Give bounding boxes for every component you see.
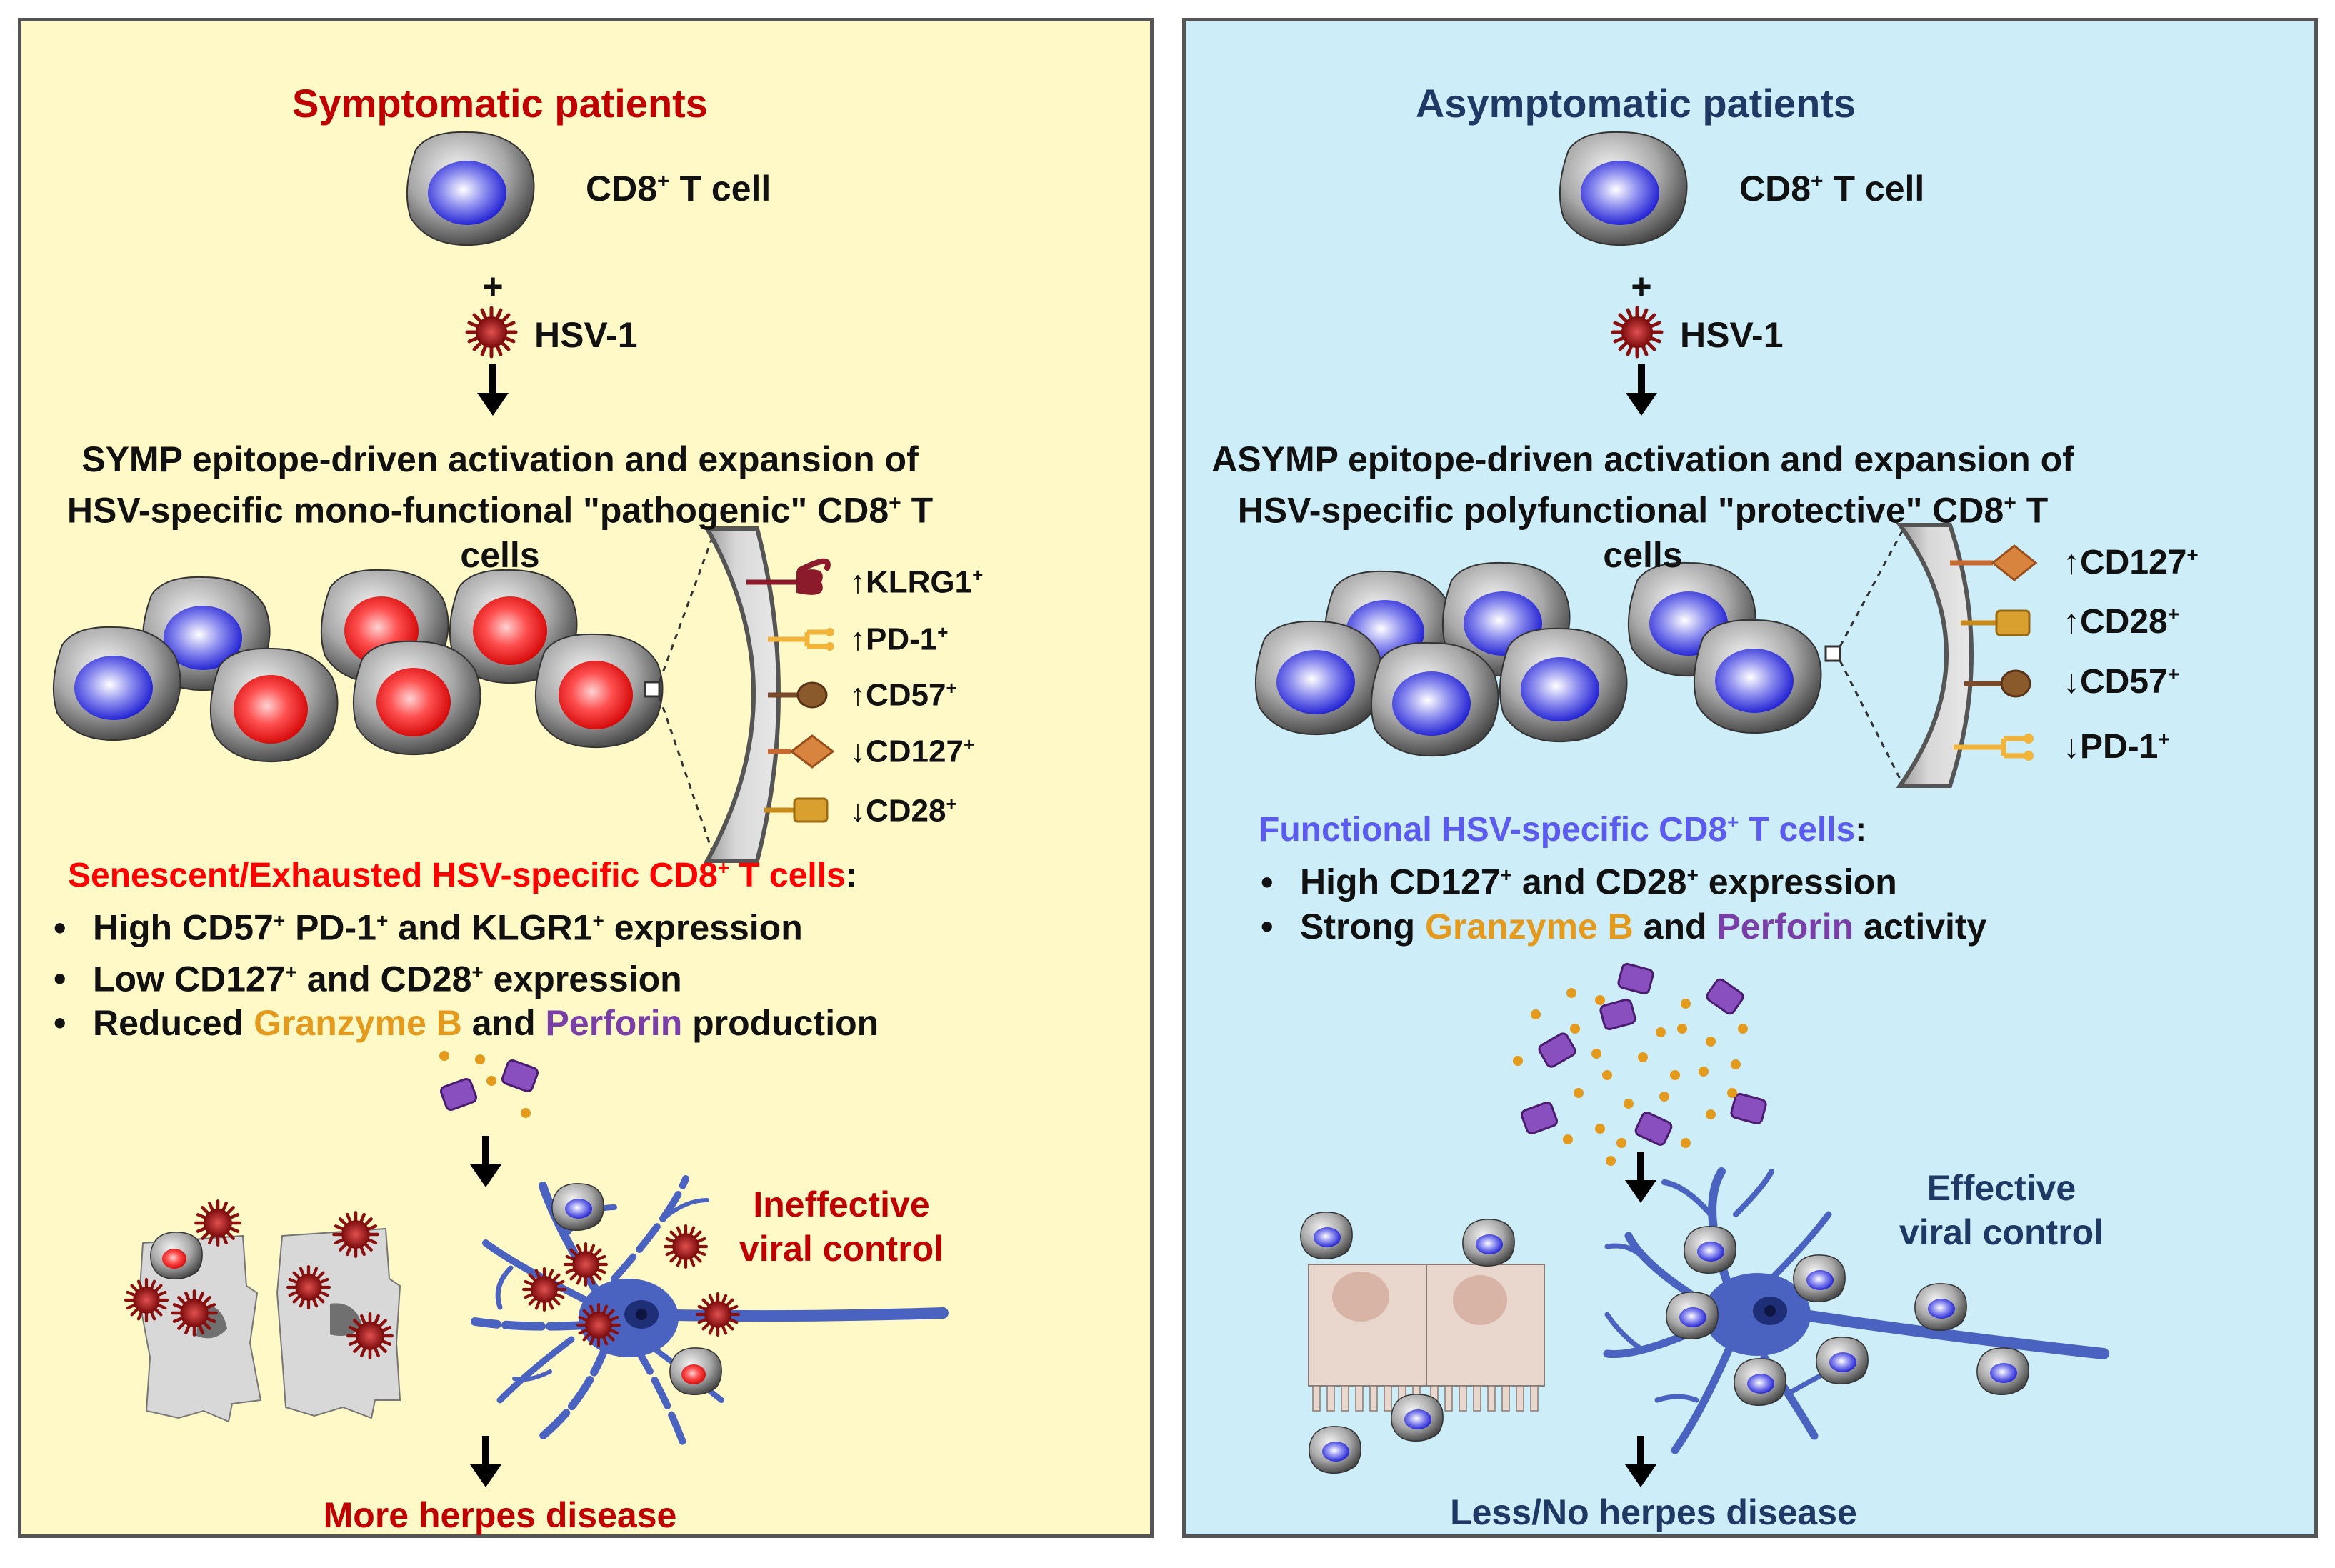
down-arrow-icon (1625, 1436, 1656, 1487)
cd8-t-cell-label: CD8+ T cell (586, 169, 771, 209)
asymptomatic-bullets: High CD127+ and CD28+ expression Strong … (1261, 853, 1986, 949)
list-item: High CD57+ PD-1+ and KLGR1+ expression (54, 899, 879, 950)
list-item: Low CD127+ and CD28+ expression (54, 950, 879, 1002)
marker-label: ↓CD28+ (850, 793, 957, 829)
senescent-heading: Senescent/Exhausted HSV-specific CD8+ T … (68, 857, 857, 894)
list-item: Strong Granzyme B and Perforin activity (1261, 904, 1986, 949)
membrane-icon (703, 526, 781, 863)
receptor-icons-left (746, 558, 835, 823)
protective-cell-cluster (1254, 561, 1822, 757)
cd8-t-cell-icon (1559, 131, 1688, 246)
marker-label: ↓CD127+ (850, 734, 975, 769)
pathogenic-cell-cluster (52, 569, 664, 763)
membrane-icon (1896, 523, 1974, 788)
cd8-t-cell-icon (406, 131, 535, 246)
outcome-less-disease: Less/No herpes disease (1450, 1492, 1857, 1532)
plus-sign: + (1631, 266, 1652, 306)
asymptomatic-title: Asymptomatic patients (1415, 81, 1856, 126)
hsv1-label: HSV-1 (534, 315, 638, 355)
membrane-zoom-lines (658, 531, 716, 858)
healthy-epithelial-cells (1300, 1212, 1545, 1474)
down-arrow-icon (477, 364, 509, 416)
marker-label: ↓CD57+ (2063, 663, 2180, 701)
hsv1-virus-icon (467, 308, 516, 356)
down-arrow-icon (1625, 1152, 1656, 1203)
receptor-icons-right (1950, 544, 2038, 761)
hsv1-virus-icon (1613, 308, 1661, 356)
marker-label: ↓PD-1+ (2063, 728, 2170, 766)
cytokine-particles-right (1513, 962, 1769, 1166)
activation-description: SYMP epitope-driven activation and expan… (66, 439, 934, 575)
infected-epithelial-cells (126, 1201, 401, 1423)
marker-label: ↑CD127+ (2063, 544, 2199, 581)
cd8-t-cell-label: CD8+ T cell (1739, 169, 1925, 209)
functional-heading: Functional HSV-specific CD8+ T cells: (1259, 811, 1867, 849)
neuron-damaged (471, 1175, 949, 1454)
down-arrow-icon (470, 1436, 501, 1487)
cytokine-particles-left (439, 1051, 540, 1118)
list-item: High CD127+ and CD28+ expression (1261, 853, 1986, 904)
membrane-zoom-lines (1839, 528, 1905, 787)
marker-label: ↑KLRG1+ (850, 564, 984, 600)
marker-label: ↑CD28+ (2063, 603, 2180, 641)
down-arrow-icon (1626, 364, 1657, 416)
outcome-more-disease: More herpes disease (323, 1495, 677, 1535)
plus-sign: + (482, 266, 504, 306)
down-arrow-icon (470, 1136, 501, 1187)
activation-description: ASYMP epitope-driven activation and expa… (1211, 439, 2074, 575)
symptomatic-bullets: High CD57+ PD-1+ and KLGR1+ expression L… (54, 899, 879, 1045)
marker-label: ↑CD57+ (850, 677, 957, 713)
list-item: Reduced Granzyme B and Perforin producti… (54, 1001, 879, 1045)
hsv1-label: HSV-1 (1680, 315, 1784, 355)
marker-label: ↑PD-1+ (850, 621, 949, 657)
symptomatic-title: Symptomatic patients (292, 81, 708, 126)
